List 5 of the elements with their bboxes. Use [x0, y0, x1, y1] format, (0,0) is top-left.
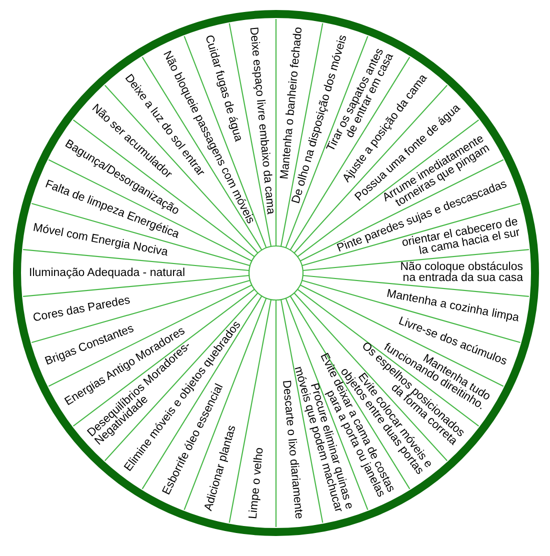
- sector-label: Adicionar plantas: [203, 424, 238, 512]
- sector-label: Limpe o velho: [248, 447, 266, 520]
- sector-label: Não coloque obstáculos na entrada da sua casa: [399, 262, 523, 284]
- sector-label: Cores das Paredes: [32, 294, 131, 324]
- sector-label: Iluminação Adequada - natural: [29, 268, 185, 278]
